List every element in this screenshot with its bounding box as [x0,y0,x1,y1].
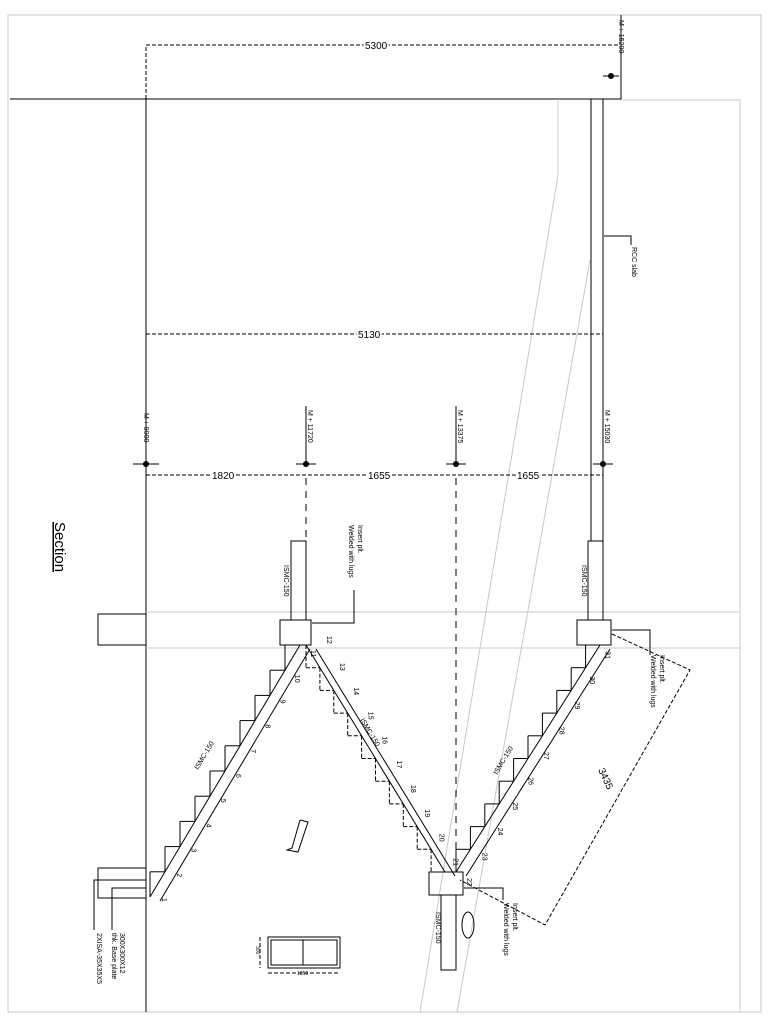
flight-1-member: ISMC-150 [194,740,216,771]
dim-3435-line [459,633,691,926]
step-number: 2 [175,873,182,877]
step-number: 9 [278,700,285,704]
stair-flights [149,644,611,902]
right-column [587,540,604,621]
step-number: 11 [309,650,316,657]
level-marker-9900: M + 9900 [133,413,159,467]
detail-width: 1050 [297,971,308,977]
step-number: 25 [511,802,518,810]
insert-note-3b: Welded with lugs [502,903,509,956]
insert-note-3: Insert plt. [511,903,518,932]
svg-text:M + 15200: M + 15200 [617,20,624,53]
dim-5300-line [145,44,620,99]
dim-1655-a: 1655 [368,471,391,482]
dim-1820: 1820 [212,471,235,482]
step-number: 6 [234,774,241,778]
step-number: 5 [219,799,226,803]
base-leader-2 [93,879,146,930]
step-number: 31 [604,651,611,659]
base-plate-box [97,867,147,899]
svg-text:M + 15030: M + 15030 [603,410,610,443]
detail-oval [461,911,475,939]
step-number: 19 [423,809,430,817]
dim-5130: 5130 [358,330,381,341]
left-bracket [279,619,312,646]
level-marker-11720: M + 11720 [296,406,316,467]
step-number: 24 [496,828,503,836]
detail-rect-legend: 1050 300 [254,936,341,977]
step-number: 20 [437,834,444,842]
left-column-member: ISMC-150 [282,565,289,597]
level-marker-13375: M + 13375 [446,406,466,467]
svg-text:M + 13375: M + 13375 [456,410,463,443]
level-marker-15030: M + 15030 [593,410,613,467]
side-box [97,613,147,646]
rcc-slab-label: RCC slab [630,247,637,277]
step-number: 22 [465,878,472,886]
step-number: 30 [588,676,595,684]
dim-5300: 5300 [365,41,388,52]
guide-line [419,99,559,1013]
center-bracket [428,871,464,896]
flight-2-stringer [315,648,456,877]
dim-3435: 3435 [595,767,615,792]
small-section-detail [285,819,309,853]
right-column-member: ISMC-150 [580,565,587,597]
angle-note: 2XISA-35X35X5 [95,933,102,984]
right-bracket [576,619,612,646]
step-number: 16 [381,736,388,744]
insert-leader-3 [464,887,504,900]
step-number: 14 [352,687,359,695]
step-number: 7 [249,749,256,753]
base-leader-1 [111,887,146,930]
detail-height: 300 [254,946,260,955]
insert-leader-1 [312,590,355,624]
step-number: 13 [338,663,345,671]
insert-note-2b: Welded with lugs [649,655,656,708]
flight-3-stringer [465,648,611,877]
step-number: 21 [452,858,459,866]
center-column [440,894,457,971]
step-number: 17 [395,761,402,769]
step-number: 28 [557,727,564,735]
insert-note-2: Insert plt. [658,655,665,684]
base-plate-note-1: 300X300X12 [118,933,125,974]
center-column-member: ISMC-150 [434,912,441,944]
step-number: 3 [190,848,197,852]
step-numbers: 1234567891011121314151617181920212223242… [160,636,611,902]
insert-note-1b: Welded with lugs [347,525,354,578]
section-title: Section [51,522,68,572]
svg-text:M + 11720: M + 11720 [306,410,313,443]
step-number: 15 [366,712,373,720]
insert-note-1: Insert plt. [356,525,363,554]
rcc-leader [604,235,632,245]
step-number: 10 [293,675,300,683]
level-marker-15200: M + 15200 [603,20,624,79]
step-number: 29 [573,702,580,710]
flight-1-stringer [159,648,311,902]
insert-leader-2 [612,629,651,655]
dim-1655-b: 1655 [517,471,540,482]
step-number: 1 [160,898,167,902]
sheet-border [7,14,762,1013]
step-number: 26 [527,777,534,785]
step-number: 8 [264,724,271,728]
step-number: 23 [480,853,487,861]
step-number: 4 [204,824,211,828]
left-column [290,540,307,621]
base-plate-note-2: thk. Base plate [110,933,117,979]
step-number: 12 [325,636,332,644]
inner-frame [620,99,741,1012]
svg-text:M + 9900: M + 9900 [142,413,149,442]
guide-line [456,259,591,1013]
step-number: 18 [409,785,416,793]
step-number: 27 [542,752,549,760]
